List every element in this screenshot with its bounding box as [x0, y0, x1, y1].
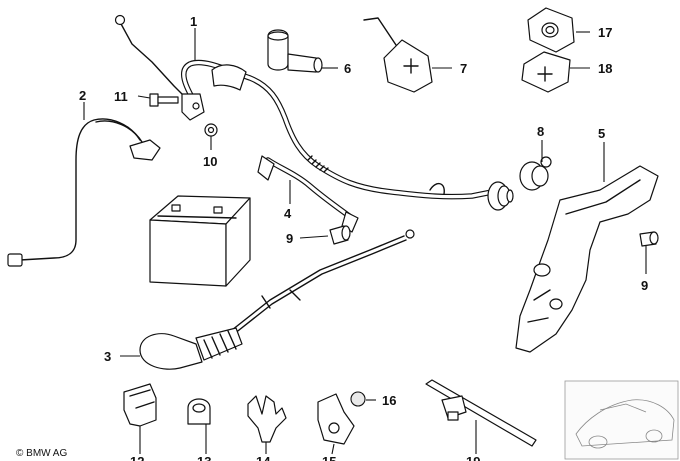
copyright-text: © BMW AG — [16, 448, 67, 459]
label-15: 15 — [322, 454, 336, 461]
label-13: 13 — [197, 454, 211, 461]
part-15-bracket[interactable] — [317, 393, 355, 445]
label-19: 19 — [466, 454, 480, 461]
label-12: 12 — [130, 454, 144, 461]
part-18-terminal-cover[interactable] — [521, 51, 571, 93]
battery — [149, 195, 251, 287]
label-17: 17 — [598, 25, 612, 40]
label-5: 5 — [598, 126, 605, 141]
part-8-grommet[interactable] — [519, 156, 552, 191]
part-4-cable-sleeve[interactable] — [257, 155, 359, 233]
part-7-plus-cover[interactable] — [363, 17, 433, 93]
label-3: 3 — [104, 349, 111, 364]
label-9-left: 9 — [286, 231, 293, 246]
label-18: 18 — [598, 61, 612, 76]
label-7: 7 — [460, 61, 467, 76]
label-4: 4 — [284, 206, 292, 221]
part-6-terminal-cap[interactable] — [267, 29, 323, 73]
label-6: 6 — [344, 61, 351, 76]
part-9-plug-left[interactable] — [329, 225, 351, 245]
label-9-right: 9 — [641, 278, 648, 293]
label-8: 8 — [537, 124, 544, 139]
label-14: 14 — [256, 454, 271, 461]
label-2: 2 — [79, 88, 86, 103]
vehicle-location-thumbnail — [564, 380, 679, 460]
part-16-round-plug[interactable] — [350, 391, 366, 407]
label-16: 16 — [382, 393, 396, 408]
part-3-positive-cable[interactable] — [139, 229, 415, 370]
label-1: 1 — [190, 14, 197, 29]
part-10-nut[interactable] — [204, 123, 218, 137]
part-11-bolt[interactable] — [149, 93, 179, 107]
part-5-cover-plate[interactable] — [515, 165, 659, 353]
part-2-ground-lead[interactable] — [7, 118, 161, 267]
part-14-holder[interactable] — [247, 395, 287, 443]
leader-lines — [83, 28, 647, 455]
part-17-terminal-cover[interactable] — [527, 7, 575, 53]
part-12-clip[interactable] — [123, 383, 157, 427]
part-13-clamp[interactable] — [187, 398, 211, 425]
part-9-plug-right[interactable] — [639, 231, 659, 247]
label-11: 11 — [114, 89, 128, 104]
part-19-cable-tie[interactable] — [425, 379, 537, 447]
part-1-battery-cable[interactable] — [114, 14, 514, 211]
part-labels: 1 2 3 4 5 6 7 8 9 9 10 11 12 13 14 15 16… — [79, 14, 648, 461]
label-10: 10 — [203, 154, 217, 169]
